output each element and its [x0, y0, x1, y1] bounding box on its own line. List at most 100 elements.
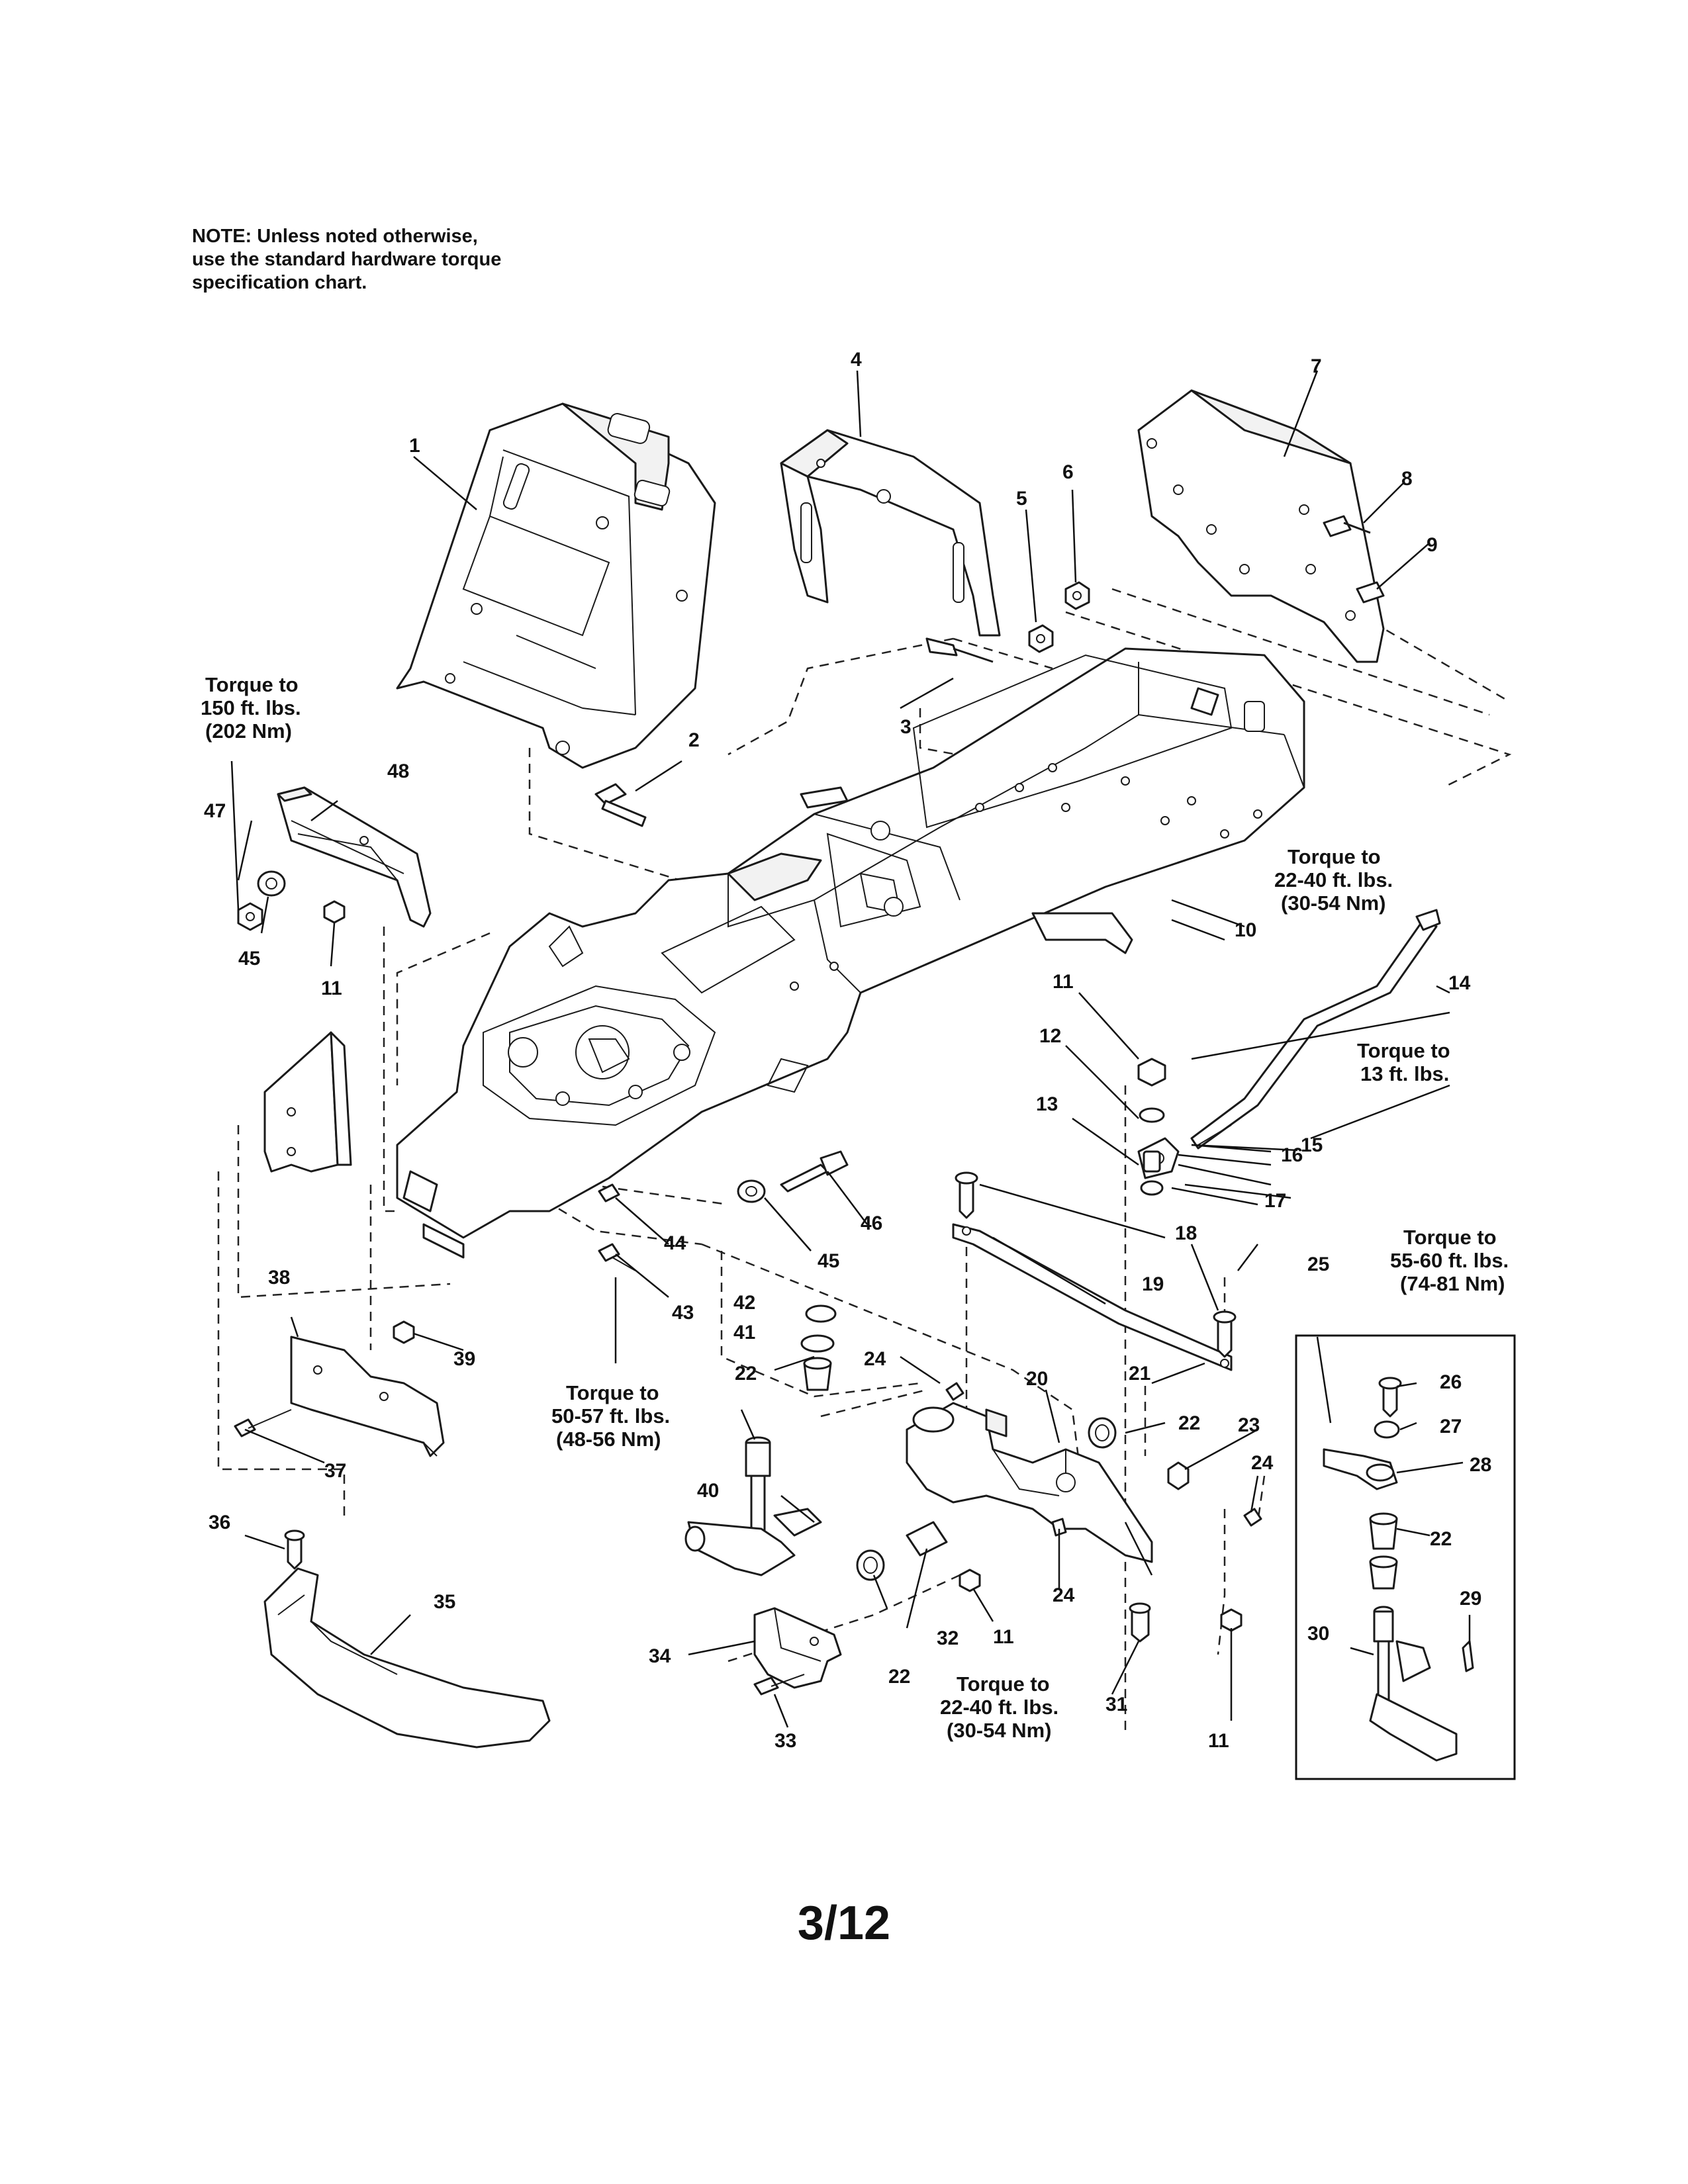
torque-50-line-2: 50-57 ft. lbs.: [551, 1404, 670, 1428]
torque-note-22-upper: Torque to 22-40 ft. lbs. (30-54 Nm): [1274, 845, 1393, 915]
page-number: 3/12: [797, 1897, 891, 1950]
label-17: 17: [1264, 1190, 1286, 1212]
label-11a: 11: [1053, 971, 1074, 993]
torque-note-22-lower: Torque to 22-40 ft. lbs. (30-54 Nm): [940, 1672, 1058, 1742]
label-2: 2: [688, 729, 700, 751]
torque-55-line-3: (74-81 Nm): [1400, 1272, 1505, 1295]
label-16: 16: [1281, 1144, 1303, 1166]
label-4: 4: [851, 349, 862, 371]
label-35: 35: [434, 1591, 455, 1613]
torque-150-line-2: 150 ft. lbs.: [201, 696, 301, 719]
torque-note-55: Torque to 55-60 ft. lbs. (74-81 Nm): [1390, 1226, 1509, 1295]
label-21: 21: [1129, 1363, 1150, 1385]
label-40: 40: [697, 1480, 719, 1502]
label-15: 15: [1301, 1134, 1323, 1156]
part-22-bushing-right: [1088, 1417, 1117, 1449]
label-12: 12: [1039, 1025, 1061, 1047]
torque-13-line-2: 13 ft. lbs.: [1360, 1062, 1449, 1085]
label-45b: 45: [818, 1250, 839, 1272]
part-33-bolt: [753, 1674, 805, 1696]
label-41: 41: [733, 1322, 755, 1343]
torque-22u-line-1: Torque to: [1288, 845, 1381, 868]
leader-lines: [230, 370, 1471, 1728]
label-10: 10: [1235, 919, 1256, 941]
part-35-front-bumper: [263, 1567, 551, 1749]
label-18: 18: [1175, 1222, 1197, 1244]
part-24-fittings: [945, 1382, 1262, 1537]
label-6: 6: [1062, 461, 1074, 483]
torque-note-50: Torque to 50-57 ft. lbs. (48-56 Nm): [551, 1381, 670, 1451]
note-line-1: NOTE: Unless noted otherwise,: [192, 226, 478, 247]
label-33: 33: [774, 1730, 796, 1752]
part-32-spacer: [906, 1521, 948, 1557]
torque-22u-line-2: 22-40 ft. lbs.: [1274, 868, 1393, 891]
part-46-bolt: [780, 1150, 849, 1193]
label-38: 38: [268, 1267, 290, 1289]
label-43: 43: [672, 1302, 694, 1324]
label-47: 47: [204, 800, 226, 822]
part-22-bushing-left: [856, 1549, 885, 1581]
torque-22l-line-2: 22-40 ft. lbs.: [940, 1696, 1058, 1719]
part-37-bolt: [234, 1409, 292, 1437]
label-11d: 11: [1208, 1730, 1229, 1752]
part-34-bracket: [753, 1607, 842, 1689]
label-11c: 11: [993, 1626, 1014, 1648]
part-31-bolt: [1129, 1602, 1151, 1643]
part-2-bolt: [594, 783, 647, 827]
part-23-nut: [1167, 1461, 1190, 1490]
label-46: 46: [861, 1212, 882, 1234]
part-1-dash-tower: [396, 402, 716, 769]
label-25: 25: [1307, 1253, 1329, 1275]
torque-22l-line-3: (30-54 Nm): [947, 1719, 1052, 1742]
torque-13-line-1: Torque to: [1357, 1039, 1450, 1062]
torque-note-150: Torque to 150 ft. lbs. (202 Nm): [201, 673, 301, 743]
label-26: 26: [1440, 1371, 1462, 1393]
label-8: 8: [1401, 468, 1413, 490]
part-4-support-bracket: [780, 429, 1001, 663]
torque-note: NOTE: Unless noted otherwise, use the st…: [192, 225, 589, 295]
torque-150-line-1: Torque to: [205, 673, 299, 696]
label-48: 48: [387, 760, 409, 782]
label-24c: 24: [1251, 1452, 1274, 1474]
label-39: 39: [453, 1348, 475, 1370]
torque-note-13: Torque to 13 ft. lbs.: [1357, 1039, 1450, 1085]
part-36-bolt: [284, 1529, 305, 1570]
label-29: 29: [1460, 1588, 1481, 1610]
part-number-labels: 1 2 3 4 5 6 7 8 9 10 11 12 13 14 15 16 1…: [204, 349, 1491, 1752]
label-27: 27: [1440, 1416, 1462, 1437]
label-34: 34: [649, 1645, 671, 1667]
label-42: 42: [733, 1292, 755, 1314]
label-13: 13: [1036, 1093, 1058, 1115]
part-11-nuts: [237, 900, 1243, 1632]
part-14-drag-link: [1190, 909, 1441, 1150]
torque-50-line-1: Torque to: [566, 1381, 659, 1404]
part-39-nut: [393, 1320, 415, 1344]
label-24b: 24: [1053, 1584, 1075, 1606]
label-36: 36: [209, 1512, 230, 1533]
label-9: 9: [1427, 534, 1438, 556]
part-38-plate: [290, 1336, 445, 1457]
label-14: 14: [1448, 972, 1471, 994]
label-28: 28: [1470, 1454, 1491, 1476]
torque-55-line-2: 55-60 ft. lbs.: [1390, 1249, 1509, 1272]
part-20-front-axle: [906, 1402, 1153, 1563]
label-45a: 45: [238, 948, 260, 970]
label-22c: 22: [888, 1666, 910, 1688]
part-45-washer: [257, 870, 766, 1203]
label-20: 20: [1026, 1368, 1048, 1390]
torque-150-line-3: (202 Nm): [205, 719, 292, 743]
label-24a: 24: [864, 1348, 886, 1370]
part-7-side-bracket: [1137, 389, 1385, 663]
label-22a: 22: [1178, 1412, 1200, 1434]
part-40-spindle: [684, 1436, 822, 1576]
parts-41-42-22-bushings: [800, 1304, 837, 1391]
label-11b: 11: [321, 978, 342, 999]
note-line-3: specification chart.: [192, 272, 367, 293]
note-line-2: use the standard hardware torque: [192, 249, 502, 270]
part-10-main-frame: [396, 647, 1305, 1259]
label-19: 19: [1142, 1273, 1164, 1295]
label-3: 3: [900, 716, 912, 738]
label-22d: 22: [1430, 1528, 1452, 1550]
parts-43-44-bolts: [598, 1183, 636, 1271]
